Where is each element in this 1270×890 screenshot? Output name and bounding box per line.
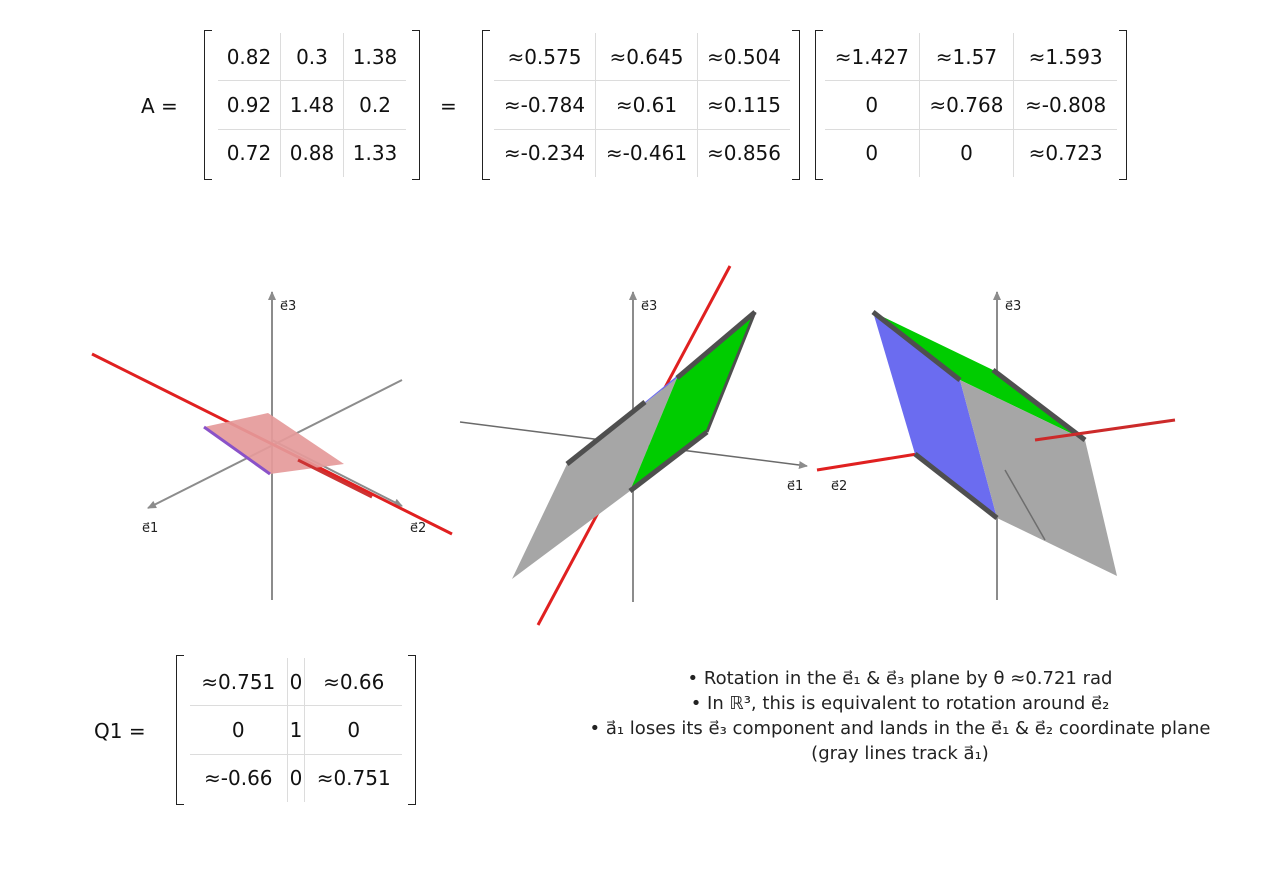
cell: 0.3 (280, 33, 345, 82)
cell: 0 (287, 658, 306, 707)
note-a1-component: • a⃗₁ loses its e⃗₃ component and lands … (589, 718, 1211, 739)
face-gray (512, 378, 677, 579)
cell: ≈0.723 (1028, 141, 1103, 166)
cell: 0 (304, 705, 402, 755)
cell: ≈0.768 (919, 80, 1015, 130)
cell: ≈-0.234 (494, 129, 596, 177)
label-e2: e⃗2 (831, 479, 847, 494)
cell: ≈-0.784 (494, 80, 596, 130)
cell: 0 (825, 129, 920, 177)
equals-sign: = (440, 94, 457, 118)
edge (991, 368, 1087, 442)
parallelogram-face (204, 413, 344, 474)
label-e3: e⃗3 (280, 299, 296, 314)
face-gray (960, 380, 1117, 576)
edge-purple (203, 425, 271, 476)
cell: 0.82 (218, 33, 281, 82)
left-bracket (482, 30, 490, 180)
red-line (816, 452, 918, 472)
cell: 0 (190, 705, 288, 755)
cell: ≈1.427 (825, 33, 920, 82)
cell: 0.2 (343, 80, 406, 130)
label-e3: e⃗3 (1005, 299, 1021, 314)
matrix-q: ≈0.575≈0.645≈0.504 ≈-0.784≈0.61≈0.115 ≈-… (482, 30, 800, 180)
red-line-front (297, 458, 373, 499)
cell: 0.88 (280, 129, 345, 177)
label-e2: e⃗2 (410, 521, 426, 536)
cell: 1.48 (280, 80, 345, 130)
edge (705, 311, 757, 433)
a-label: A = (141, 94, 178, 118)
cell: 1 (287, 705, 306, 755)
cell: ≈0.115 (697, 80, 790, 130)
cell: 0.92 (218, 80, 281, 130)
cell: 0 (825, 80, 920, 130)
cell: ≈0.751 (316, 766, 391, 791)
cell: ≈0.61 (595, 80, 699, 130)
label-e1: e⃗1 (787, 479, 803, 494)
cell: ≈0.66 (304, 658, 402, 707)
cell: ≈0.751 (190, 658, 288, 707)
face-green (873, 312, 1085, 440)
right-bracket (1119, 30, 1127, 180)
cell: ≈0.504 (697, 33, 790, 82)
note-gray-lines: (gray lines track a⃗₁) (811, 743, 989, 764)
panel-middle-3d: e⃗3 e⃗1 e⃗2 (459, 265, 847, 626)
description: • Rotation in the e⃗₁ & e⃗₃ plane by θ ≈… (570, 666, 1230, 766)
cell: ≈-0.66 (190, 754, 288, 802)
right-bracket (412, 30, 420, 180)
label-e1: e⃗1 (142, 521, 158, 536)
left-bracket (176, 655, 184, 805)
note-rotation-axis: • In ℝ³, this is equivalent to rotation … (690, 693, 1110, 714)
edge (565, 400, 647, 466)
note-rotation-plane: • Rotation in the e⃗₁ & e⃗₃ plane by θ ≈… (687, 668, 1113, 689)
edge (913, 452, 999, 520)
cell: 0 (287, 754, 306, 802)
cell: 1.38 (343, 33, 406, 82)
face-blue (873, 312, 997, 518)
right-bracket (792, 30, 800, 180)
cell: ≈-0.808 (1013, 80, 1117, 130)
right-bracket (408, 655, 416, 805)
edge (675, 310, 757, 380)
cell: ≈1.57 (919, 33, 1015, 82)
cell: 1.33 (352, 141, 398, 166)
left-bracket (204, 30, 212, 180)
cell: ≈0.645 (595, 33, 699, 82)
cell: 0 (919, 129, 1015, 177)
cell: ≈0.575 (494, 33, 596, 82)
panel-left-3d: e⃗3 e⃗1 e⃗2 (91, 291, 453, 600)
cell: ≈1.593 (1013, 33, 1117, 82)
matrix-q-table: ≈0.575≈0.645≈0.504 ≈-0.784≈0.61≈0.115 ≈-… (494, 33, 790, 177)
cell: 0.72 (218, 129, 281, 177)
edge (628, 430, 709, 493)
left-bracket (815, 30, 823, 180)
cell: ≈-0.461 (595, 129, 699, 177)
panel-right-3d: e⃗3 (816, 291, 1176, 600)
track-line (1004, 469, 1046, 541)
q1-label: Q1 = (94, 719, 146, 743)
edge (871, 310, 962, 382)
red-line-front (1034, 418, 1176, 442)
cell: ≈0.856 (706, 141, 781, 166)
label-e3: e⃗3 (641, 299, 657, 314)
face-green (630, 312, 755, 491)
